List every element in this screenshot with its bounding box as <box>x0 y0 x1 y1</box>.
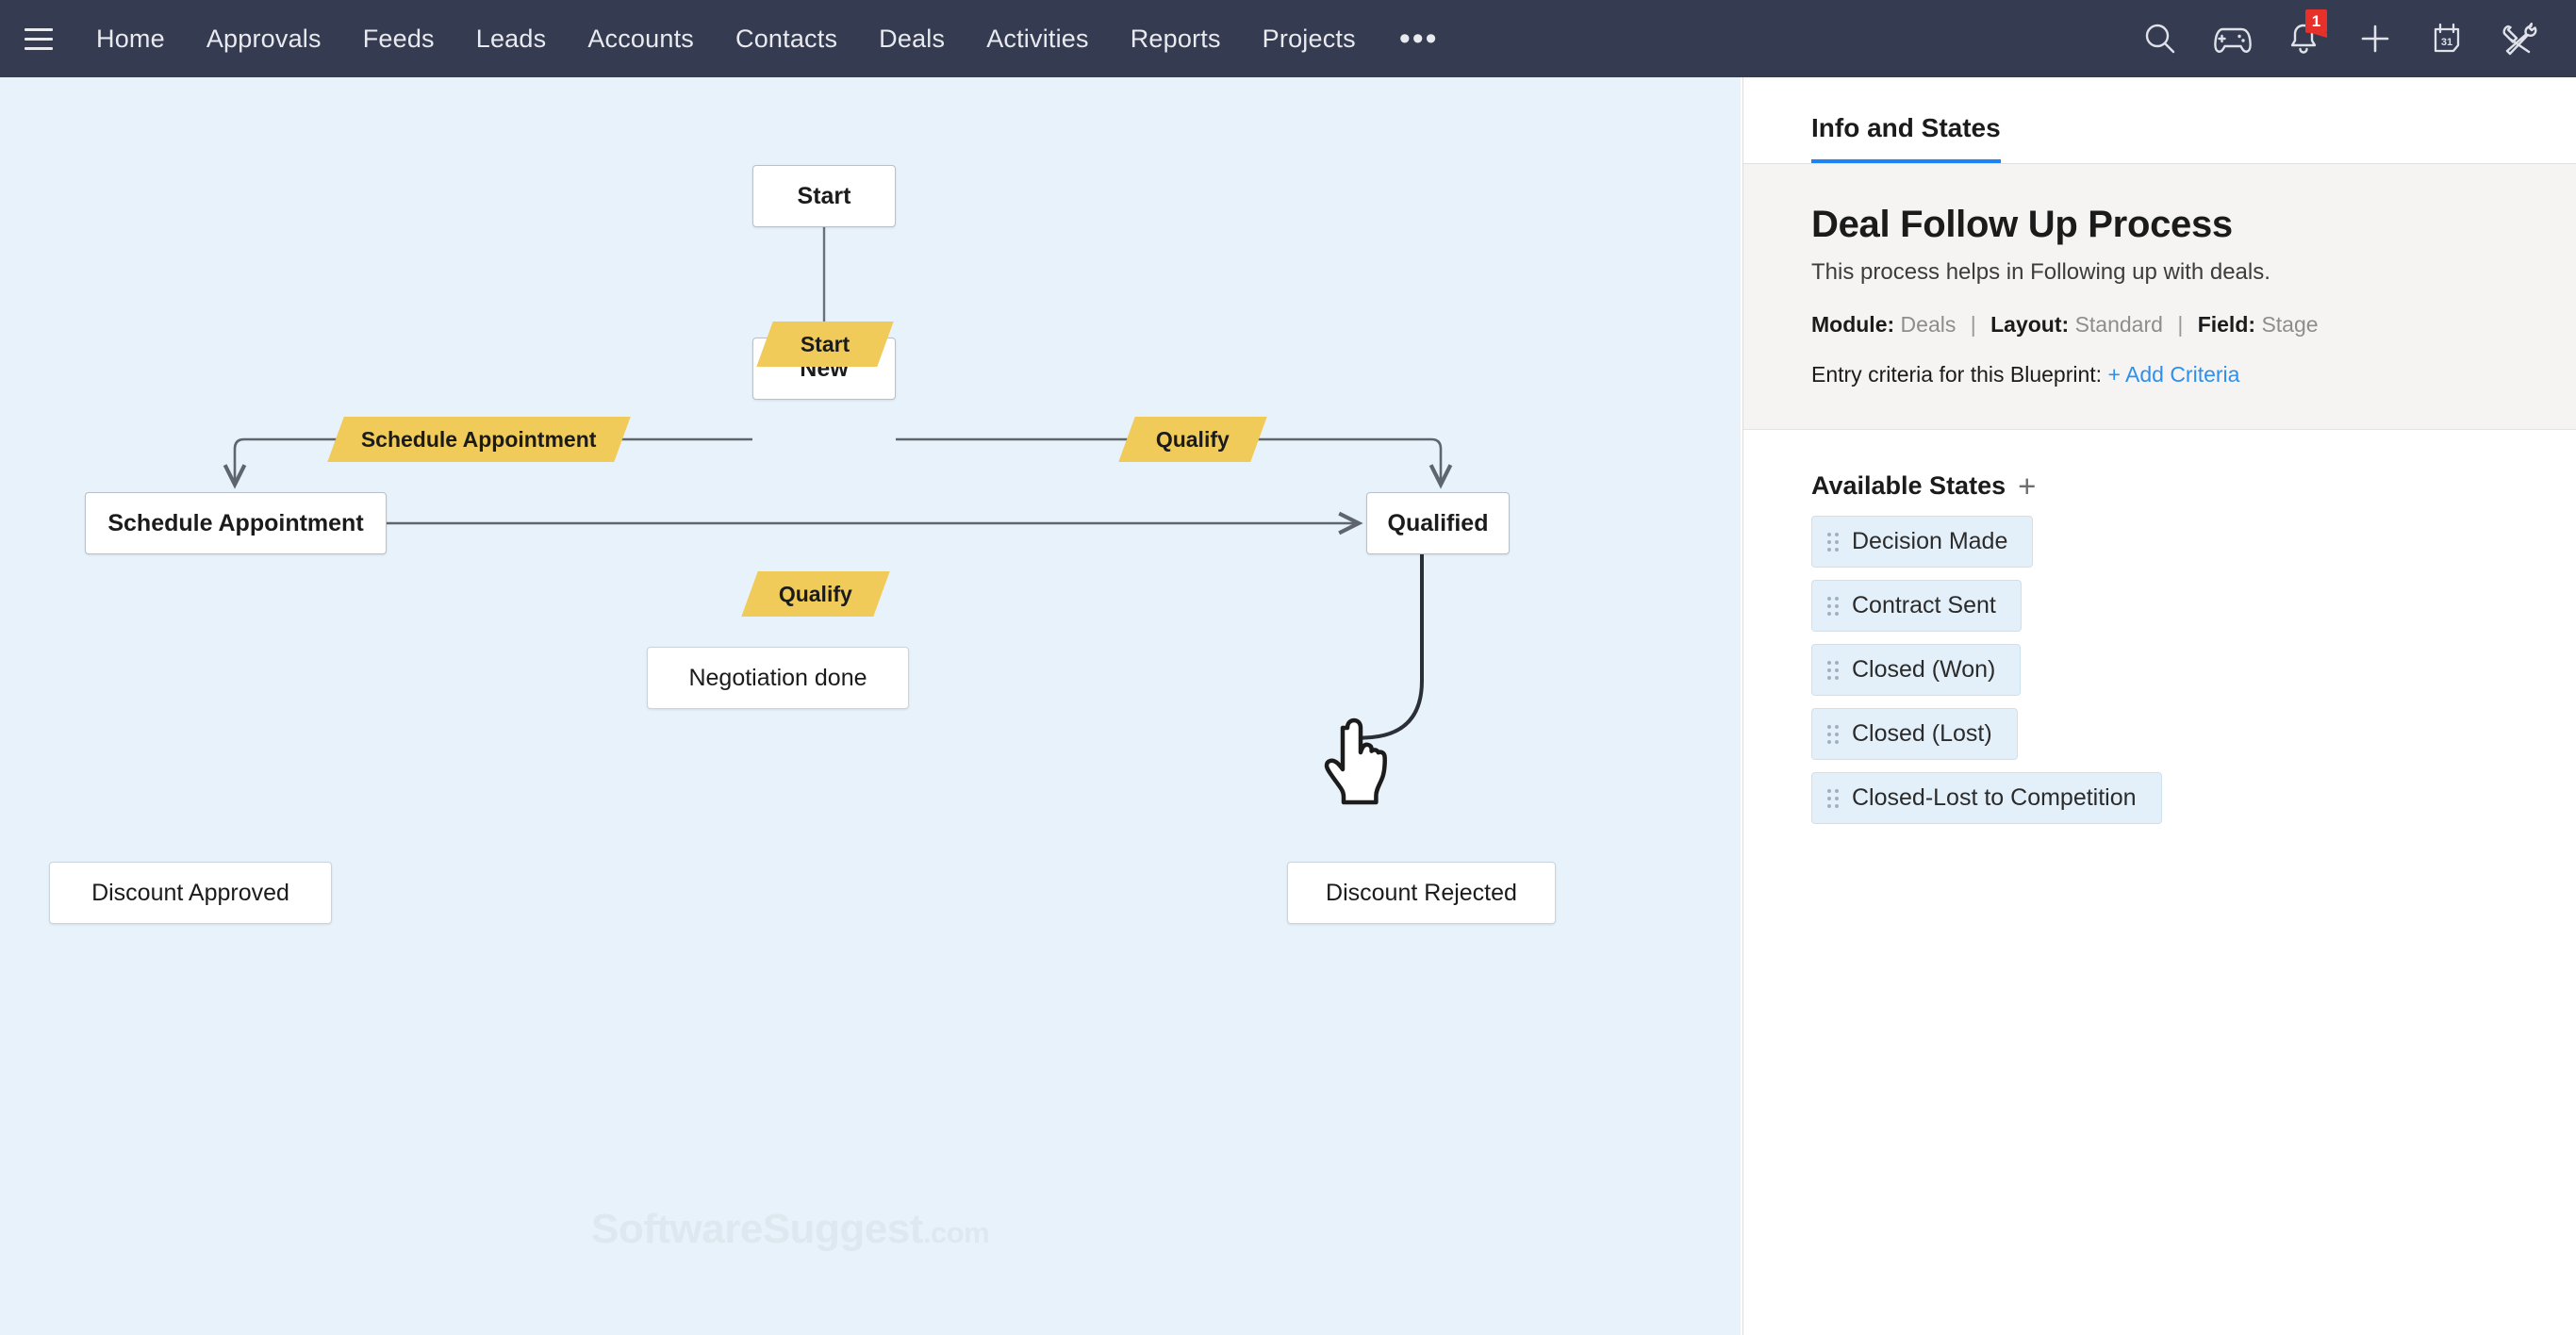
state-label: Closed (Lost) <box>1852 720 1992 747</box>
hamburger-line <box>25 27 53 31</box>
info-and-states-panel: Info and States Deal Follow Up Process T… <box>1742 77 2576 1335</box>
gamepad-icon[interactable] <box>2201 8 2263 70</box>
node-label: Discount Rejected <box>1326 879 1517 906</box>
watermark-tld: .com <box>922 1216 990 1249</box>
nav-item-accounts[interactable]: Accounts <box>587 25 694 53</box>
transition-label: Qualify <box>779 581 852 606</box>
blueprint-canvas[interactable]: Start New Schedule Appointment Qualified… <box>0 77 1741 1335</box>
hamburger-line <box>25 37 53 41</box>
meta-separator: | <box>1970 312 1976 337</box>
state-chip-closed-lost-to-competition[interactable]: Closed-Lost to Competition <box>1811 772 2162 824</box>
module-label: Module: <box>1811 312 1895 337</box>
state-label: Closed-Lost to Competition <box>1852 784 2137 811</box>
node-label: Discount Approved <box>91 879 289 906</box>
nav-overflow-button[interactable]: ••• <box>1398 21 1439 57</box>
field-label: Field: <box>2197 312 2256 337</box>
state-chip-decision-made[interactable]: Decision Made <box>1811 516 2034 568</box>
transition-start[interactable]: Start <box>756 321 894 367</box>
node-schedule-appointment[interactable]: Schedule Appointment <box>85 492 387 554</box>
node-label: Qualified <box>1387 509 1489 536</box>
state-chip-closed-won[interactable]: Closed (Won) <box>1811 644 2022 696</box>
entry-criteria-row: Entry criteria for this Blueprint: + Add… <box>1811 362 2508 387</box>
node-start[interactable]: Start <box>752 165 896 227</box>
transition-label: Start <box>800 331 850 356</box>
nav-item-feeds[interactable]: Feeds <box>362 25 435 53</box>
state-label: Decision Made <box>1852 528 2008 554</box>
transition-label: Schedule Appointment <box>361 426 597 452</box>
node-discount-rejected[interactable]: Discount Rejected <box>1287 862 1556 924</box>
nav-item-contacts[interactable]: Contacts <box>735 25 838 53</box>
nav-item-activities[interactable]: Activities <box>986 25 1089 53</box>
layout-value: Standard <box>2074 312 2163 337</box>
node-negotiation-done[interactable]: Negotiation done <box>647 647 909 709</box>
field-value: Stage <box>2261 312 2319 337</box>
process-info-block: Deal Follow Up Process This process help… <box>1743 164 2576 430</box>
module-value: Deals <box>1900 312 1957 337</box>
node-label: Schedule Appointment <box>107 509 364 536</box>
drag-handle-icon[interactable] <box>1827 724 1839 744</box>
available-states-block: Available States + Decision Made Contrac… <box>1743 430 2576 824</box>
node-qualified[interactable]: Qualified <box>1366 492 1510 554</box>
state-chip-contract-sent[interactable]: Contract Sent <box>1811 580 2022 632</box>
drag-handle-icon[interactable] <box>1827 532 1839 552</box>
blueprint-connectors <box>223 227 1453 740</box>
svg-text:31: 31 <box>2441 37 2452 48</box>
add-criteria-link[interactable]: + Add Criteria <box>2107 362 2240 387</box>
node-discount-approved[interactable]: Discount Approved <box>49 862 332 924</box>
tools-icon[interactable] <box>2487 8 2550 70</box>
process-description: This process helps in Following up with … <box>1811 259 2271 285</box>
page-title: Deal Follow Up Process <box>1811 204 2233 245</box>
transition-qualify-middle[interactable]: Qualify <box>741 571 890 617</box>
nav-item-home[interactable]: Home <box>96 25 165 53</box>
available-states-list: Decision Made Contract Sent Closed (Won)… <box>1811 516 2508 824</box>
hamburger-menu-icon[interactable] <box>17 20 60 58</box>
transition-label: Qualify <box>1156 426 1230 452</box>
plus-icon[interactable] <box>2344 8 2406 70</box>
panel-tab-bar: Info and States <box>1743 77 2576 164</box>
layout-label: Layout: <box>1990 312 2070 337</box>
available-states-title: Available States <box>1811 471 2006 500</box>
nav-item-reports[interactable]: Reports <box>1130 25 1221 53</box>
hamburger-line <box>25 46 53 50</box>
state-label: Closed (Won) <box>1852 656 1996 683</box>
notification-badge: 1 <box>2305 9 2327 38</box>
drag-handle-icon[interactable] <box>1827 660 1839 680</box>
nav-item-deals[interactable]: Deals <box>879 25 946 53</box>
tab-info-and-states[interactable]: Info and States <box>1811 113 2001 163</box>
node-label: Start <box>797 182 851 209</box>
calendar-icon[interactable]: 31 <box>2416 8 2478 70</box>
nav-icon-group: 1 31 <box>2129 8 2576 70</box>
transition-schedule-appointment[interactable]: Schedule Appointment <box>327 417 631 462</box>
drag-handle-icon[interactable] <box>1827 788 1839 808</box>
nav-item-leads[interactable]: Leads <box>475 25 547 53</box>
available-states-header: Available States + <box>1811 468 2508 503</box>
top-navigation-bar: Home Approvals Feeds Leads Accounts Cont… <box>0 0 2576 77</box>
node-label: Negotiation done <box>688 664 867 691</box>
bell-icon[interactable]: 1 <box>2272 8 2335 70</box>
watermark-brand: SoftwareSuggest <box>591 1206 923 1252</box>
state-label: Contract Sent <box>1852 592 1996 618</box>
transition-qualify-top[interactable]: Qualify <box>1118 417 1267 462</box>
search-icon[interactable] <box>2129 8 2191 70</box>
nav-item-projects[interactable]: Projects <box>1262 25 1356 53</box>
watermark: SoftwareSuggest.com <box>591 1206 990 1253</box>
meta-separator: | <box>2177 312 2184 337</box>
state-chip-closed-lost[interactable]: Closed (Lost) <box>1811 708 2018 760</box>
nav-item-approvals[interactable]: Approvals <box>206 25 322 53</box>
drag-handle-icon[interactable] <box>1827 596 1839 616</box>
process-meta-row: Module: Deals | Layout: Standard | Field… <box>1811 312 2508 338</box>
entry-criteria-label: Entry criteria for this Blueprint: <box>1811 362 2103 387</box>
add-state-plus-icon[interactable]: + <box>2018 468 2037 503</box>
pointing-hand-cursor <box>1324 717 1387 805</box>
